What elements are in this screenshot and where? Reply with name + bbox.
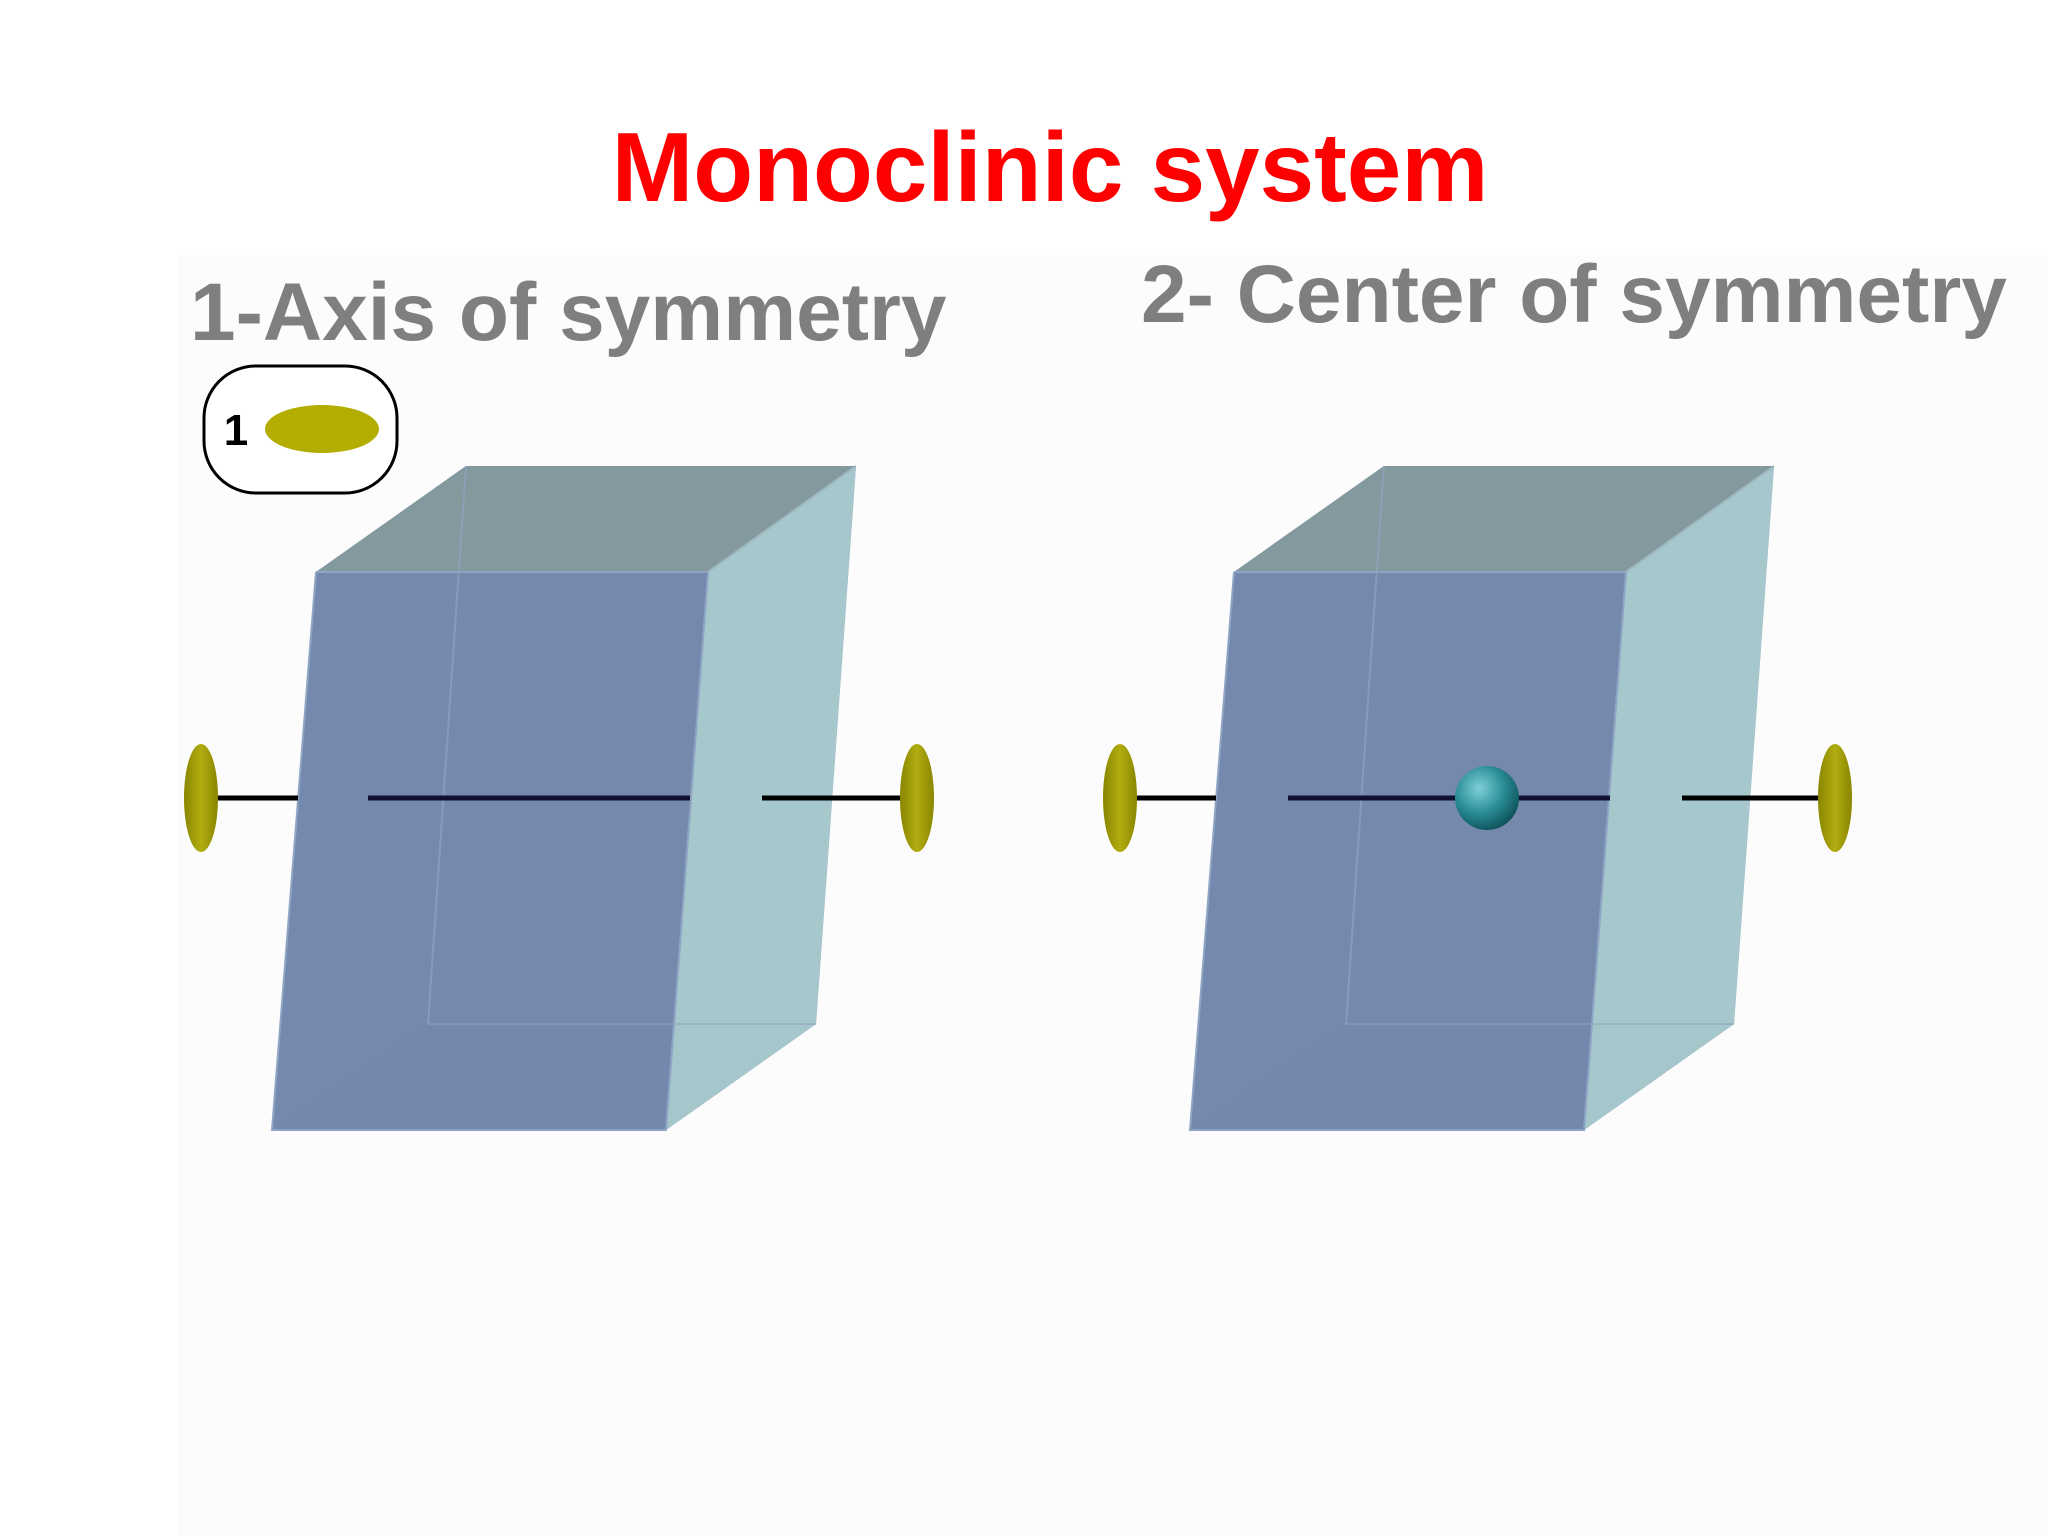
axis-of-symmetry-heading: 1-Axis of symmetry <box>190 267 947 358</box>
center-of-symmetry-heading: 2- Center of symmetry <box>1141 249 2007 340</box>
symmetry-legend: 1 <box>202 364 399 495</box>
front-face <box>272 572 708 1130</box>
two-fold-axis-symbol-icon <box>184 744 218 852</box>
legend-fold-number: 1 <box>224 406 248 455</box>
top-face <box>316 466 856 572</box>
top-face <box>1234 466 1774 572</box>
side-face <box>1584 466 1774 1130</box>
page-title: Monoclinic system <box>611 112 1489 222</box>
crystal-right <box>1188 465 1775 1131</box>
rotation-axis-left <box>184 744 934 852</box>
two-fold-axis-symbol-icon <box>1103 744 1137 852</box>
crystal-left <box>270 465 857 1131</box>
rotation-axis-right <box>1103 744 1852 852</box>
two-fold-axis-symbol-icon <box>265 405 379 453</box>
center-of-symmetry-point <box>1455 766 1519 830</box>
side-face <box>666 466 856 1130</box>
front-face <box>1190 572 1626 1130</box>
two-fold-axis-symbol-icon <box>900 744 934 852</box>
two-fold-axis-symbol-icon <box>1818 744 1852 852</box>
